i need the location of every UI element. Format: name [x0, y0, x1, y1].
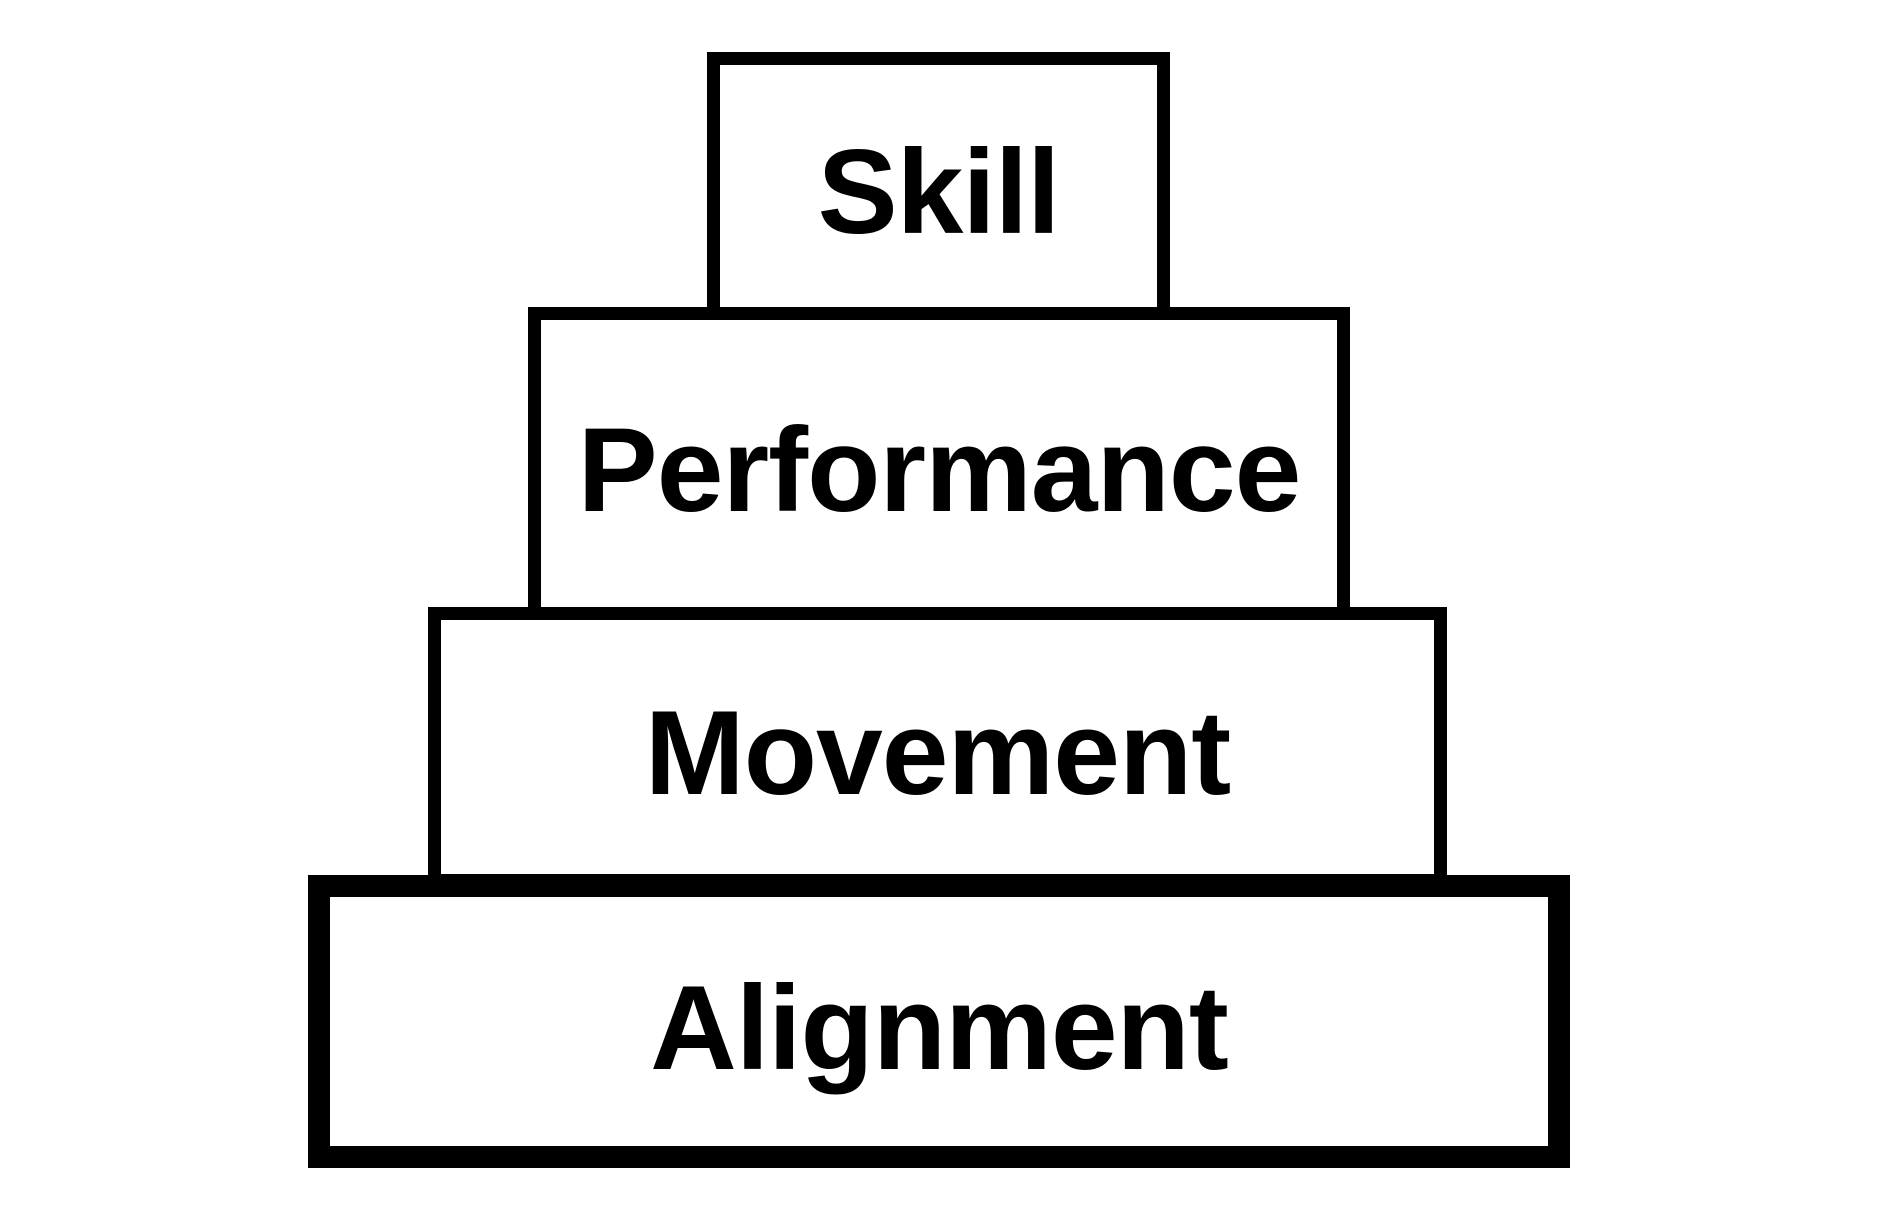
pyramid-level-movement: Movement	[428, 607, 1447, 887]
level-label-performance: Performance	[577, 402, 1302, 537]
pyramid-level-performance: Performance	[528, 307, 1350, 620]
level-label-alignment: Alignment	[650, 960, 1229, 1095]
level-label-skill: Skill	[817, 125, 1061, 259]
pyramid-level-skill: Skill	[707, 52, 1170, 320]
level-label-movement: Movement	[644, 686, 1231, 820]
pyramid-level-alignment: Alignment	[308, 875, 1570, 1168]
